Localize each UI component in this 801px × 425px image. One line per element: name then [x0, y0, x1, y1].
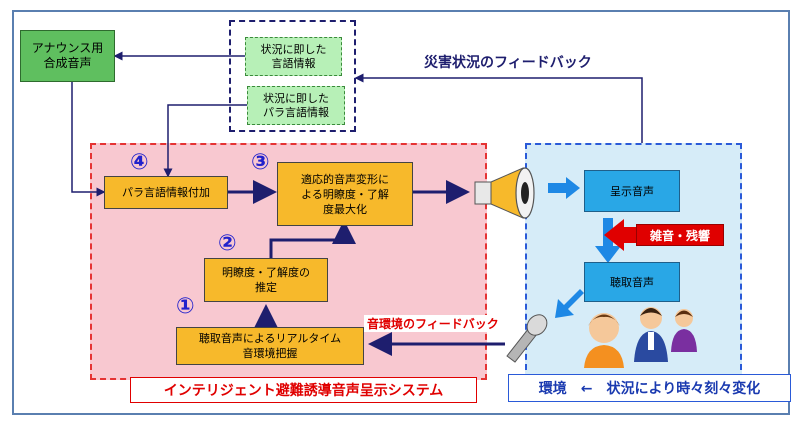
step-1-number: ①	[176, 294, 195, 319]
outer-frame	[12, 10, 790, 415]
heard-voice-text: 聴取音声	[610, 276, 654, 289]
language-info-box: 状況に即した 言語情報	[245, 37, 342, 76]
environment-caption-text: 環境 ← 状況により時々刻々変化	[538, 381, 761, 397]
presented-voice-box: 呈示音声	[584, 170, 680, 212]
para-language-info-box: 状況に即した パラ言語情報	[247, 86, 345, 125]
heard-voice-box: 聴取音声	[584, 262, 680, 302]
environment-caption: 環境 ← 状況により時々刻々変化	[508, 374, 791, 402]
announcement-voice-box: アナウンス用 合成音声	[20, 30, 115, 82]
adaptive-transform-text: 適応的音声変形に よる明瞭度・了解 度最大化	[301, 172, 389, 216]
language-info-text: 状況に即した 言語情報	[260, 42, 327, 70]
adaptive-transform-box: 適応的音声変形に よる明瞭度・了解 度最大化	[277, 162, 413, 226]
para-info-addition-text: パラ言語情報付加	[122, 186, 210, 199]
arrow-speaker-to-presented	[548, 177, 580, 199]
arrow-disaster-feedback	[354, 73, 643, 143]
arrow-parainfo-to-para	[163, 104, 247, 178]
sound-env-feedback-label: 音環境のフィードバック	[364, 315, 502, 332]
realtime-grasp-text: 聴取音声によるリアルタイム 音環境把握	[198, 332, 342, 360]
noise-reverb-box: 雑音・残響	[636, 224, 724, 246]
para-language-info-text: 状況に即した パラ言語情報	[263, 91, 329, 119]
system-title-text: インテリジェント避難誘導音声呈示システム	[163, 383, 444, 399]
noise-reverb-text: 雑音・残響	[649, 228, 710, 243]
arrow-presented-to-heard	[595, 218, 621, 263]
arrow-announcement-to-para	[71, 82, 106, 197]
speaker-icon	[474, 167, 535, 219]
step-4-number: ④	[130, 150, 149, 175]
clarity-estimation-text: 明瞭度・了解度の 推定	[222, 266, 310, 294]
realtime-grasp-box: 聴取音声によるリアルタイム 音環境把握	[176, 327, 364, 365]
microphone-icon	[506, 314, 548, 363]
clarity-estimation-box: 明瞭度・了解度の 推定	[204, 258, 328, 302]
system-title: インテリジェント避難誘導音声呈示システム	[130, 377, 477, 403]
people-icon	[584, 307, 697, 368]
disaster-feedback-label: 災害状況のフィードバック	[424, 55, 592, 71]
arrow-heard-to-mic	[555, 289, 587, 318]
arrow-noise	[604, 219, 636, 251]
presented-voice-text: 呈示音声	[610, 185, 654, 198]
step-2-number: ②	[218, 231, 237, 256]
step-3-number: ③	[251, 150, 270, 175]
para-info-addition-box: パラ言語情報付加	[104, 176, 228, 209]
announcement-voice-text: アナウンス用 合成音声	[31, 41, 104, 70]
arrow-clarity-to-adaptive	[269, 220, 356, 258]
